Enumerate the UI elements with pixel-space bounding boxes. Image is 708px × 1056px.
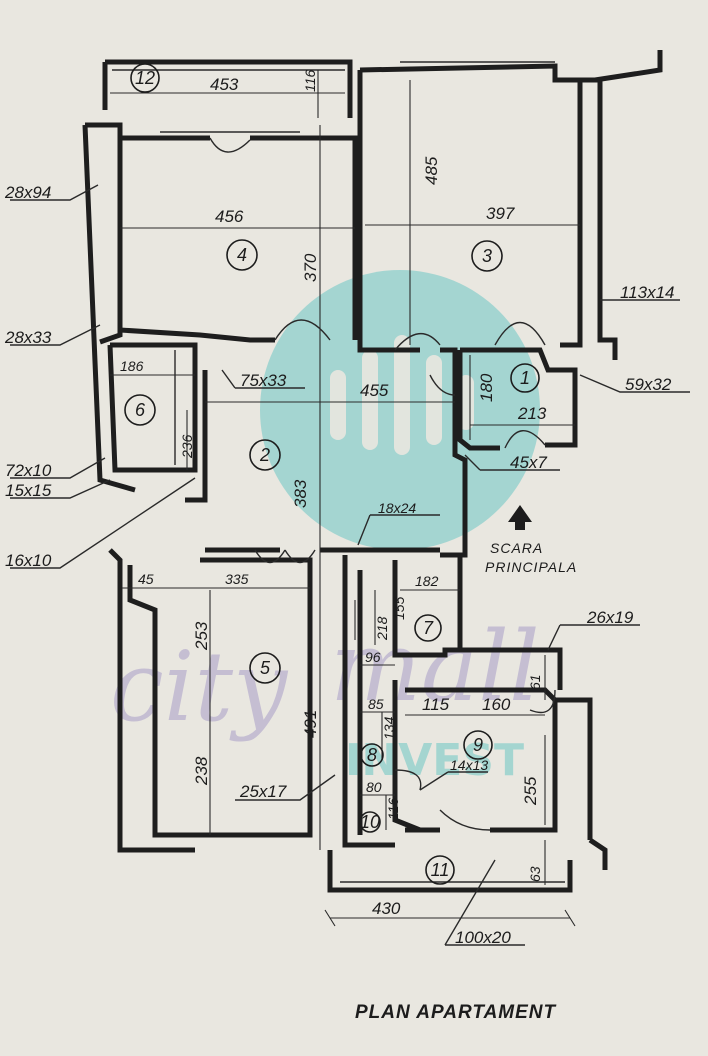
dim-61: 61: [527, 674, 543, 690]
dim-186: 186: [120, 358, 144, 374]
room-9: 9: [463, 730, 493, 760]
dim-180: 180: [477, 373, 496, 402]
dim-453: 453: [210, 75, 239, 94]
dim-236: 236: [179, 434, 195, 459]
dim-397: 397: [486, 204, 515, 223]
room-6: 6: [124, 394, 156, 426]
room-12: 12: [130, 63, 160, 93]
watermark-city: city: [110, 631, 289, 743]
svg-text:10: 10: [360, 812, 380, 832]
dim-491: 491: [301, 710, 320, 738]
dim-63: 63: [527, 866, 543, 882]
dim-370: 370: [301, 253, 320, 282]
dim-134: 134: [381, 716, 397, 740]
watermark-invest: INVEST: [345, 735, 524, 786]
svg-text:1: 1: [520, 368, 530, 388]
room-11: 11: [425, 855, 455, 885]
svg-text:2: 2: [259, 445, 270, 465]
room-3: 3: [471, 240, 503, 272]
dim-96: 96: [365, 649, 381, 665]
svg-text:12: 12: [135, 68, 155, 88]
opening-14x13: 14x13: [450, 757, 488, 773]
doors: [209, 137, 556, 831]
opening-labels: 28x94 28x33 72x10 15x15 16x10 75x33 113x…: [4, 183, 675, 947]
dim-456: 456: [215, 207, 244, 226]
room-2: 2: [249, 439, 281, 471]
dim-116-bottom: 116: [385, 797, 401, 820]
opening-100x20: 100x20: [455, 928, 511, 947]
dim-160: 160: [482, 695, 511, 714]
leader-lines: [10, 184, 690, 946]
svg-text:11: 11: [431, 860, 450, 880]
svg-text:4: 4: [237, 245, 247, 265]
opening-75x33: 75x33: [240, 371, 287, 390]
opening-26x19: 26x19: [586, 608, 634, 627]
dimension-lines: [110, 70, 580, 927]
dim-255: 255: [521, 776, 540, 806]
room-labels: 12 4 3 1 6 2 5 7 8 9 10 11: [124, 63, 540, 885]
opening-25x17: 25x17: [239, 782, 287, 801]
watermark: city mall INVEST: [110, 270, 540, 786]
staircase-arrow-icon: [508, 505, 532, 530]
svg-text:3: 3: [482, 246, 492, 266]
room-5: 5: [249, 652, 281, 684]
dim-182: 182: [415, 573, 439, 589]
dim-430: 430: [372, 899, 401, 918]
room-7: 7: [414, 614, 442, 642]
svg-text:9: 9: [473, 735, 483, 755]
opening-15x15: 15x15: [5, 481, 52, 500]
opening-28x33: 28x33: [4, 328, 52, 347]
opening-113x14: 113x14: [620, 283, 675, 302]
dimension-labels: 453 116 485 456 397 370 455 180 213 186 …: [120, 69, 547, 918]
opening-18x24: 18x24: [378, 500, 416, 516]
dim-455: 455: [360, 381, 389, 400]
dim-335: 335: [225, 571, 249, 587]
walls: [82, 50, 663, 893]
dim-218: 218: [374, 616, 390, 641]
svg-text:6: 6: [135, 400, 146, 420]
opening-45x7: 45x7: [510, 453, 547, 472]
dim-383: 383: [291, 479, 310, 508]
room-10: 10: [359, 811, 381, 833]
dim-213: 213: [517, 404, 547, 423]
dim-253: 253: [192, 621, 211, 651]
dim-485: 485: [422, 156, 441, 185]
opening-59x32: 59x32: [625, 375, 672, 394]
dim-238: 238: [192, 756, 211, 786]
opening-28x94: 28x94: [4, 183, 51, 202]
staircase-label-line2: PRINCIPALA: [485, 559, 577, 575]
plan-title: PLAN APARTAMENT: [355, 1002, 557, 1023]
svg-text:7: 7: [423, 618, 434, 638]
dim-45: 45: [138, 571, 154, 587]
opening-72x10: 72x10: [5, 461, 52, 480]
room-8: 8: [360, 743, 384, 767]
dim-80: 80: [366, 779, 382, 795]
svg-text:5: 5: [260, 658, 271, 678]
dim-85: 85: [368, 696, 384, 712]
room-4: 4: [226, 239, 258, 271]
watermark-mall: mall: [330, 611, 540, 723]
opening-16x10: 16x10: [5, 551, 52, 570]
room-1: 1: [510, 363, 540, 393]
staircase-label-line1: SCARA: [490, 540, 543, 556]
dim-116-top: 116: [302, 69, 318, 92]
dim-155: 155: [391, 596, 407, 620]
svg-text:8: 8: [367, 745, 377, 765]
dim-115: 115: [422, 695, 450, 714]
